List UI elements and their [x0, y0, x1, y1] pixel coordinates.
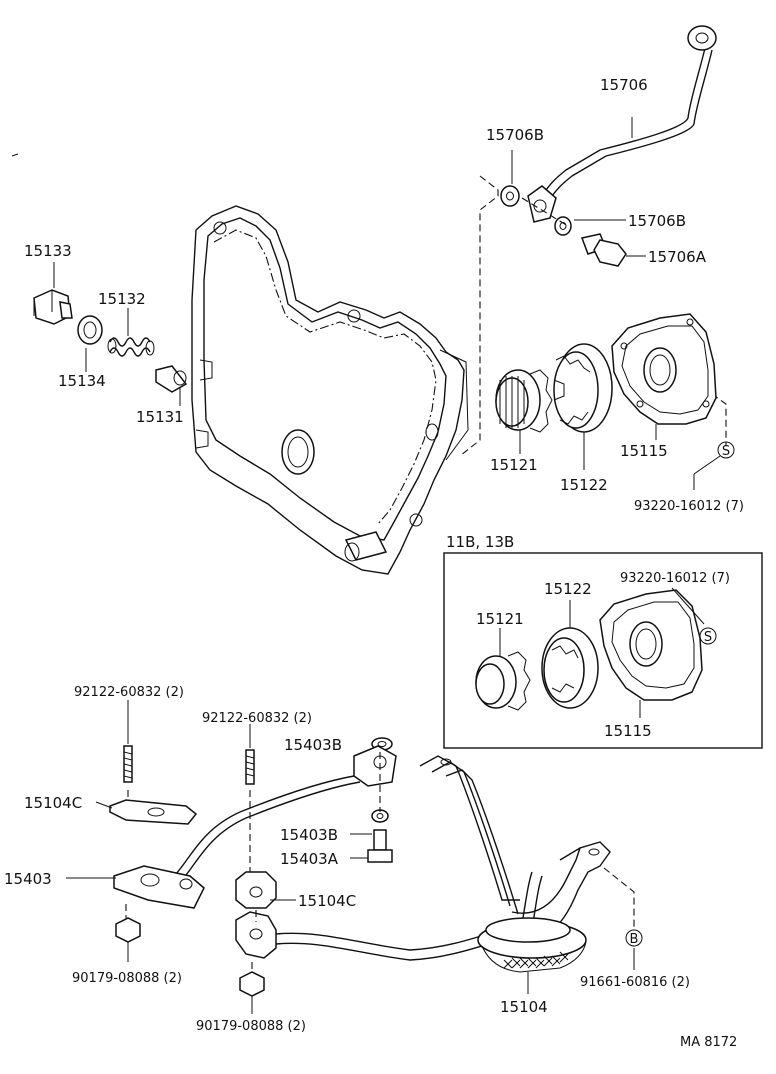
plug-15133 — [33, 289, 73, 325]
label-15706: 15706 — [600, 76, 648, 94]
washer-15706b-top — [500, 185, 520, 207]
label-15115-inset: 15115 — [604, 722, 652, 740]
symbol-b-text: B — [630, 932, 639, 947]
gasket-15104c-left — [109, 799, 198, 825]
label-93220-inset: 93220-16012 (7) — [620, 571, 730, 586]
label-92122-left: 92122-60832 (2) — [74, 685, 184, 700]
nut-90179-bottom — [239, 971, 265, 997]
gasket-15134 — [77, 315, 103, 345]
label-15115-top: 15115 — [620, 442, 668, 460]
stud-92122-mid — [245, 749, 255, 785]
label-93220-top: 93220-16012 (7) — [634, 499, 744, 514]
stud-92122-left — [123, 745, 133, 783]
drive-rotor-15121-top — [495, 369, 553, 433]
label-15403b-mid: 15403B — [280, 826, 338, 844]
gasket-15104c-mid — [235, 871, 277, 909]
screw-symbol-s-top: S — [717, 441, 735, 459]
timing-cover-housing — [191, 205, 469, 575]
symbol-s-inset-text: S — [704, 630, 712, 645]
diagram-reference: MA 8172 — [680, 1035, 737, 1050]
label-15122-inset: 15122 — [544, 580, 592, 598]
screw-symbol-s-inset: S — [699, 627, 717, 645]
valve-15131 — [155, 365, 188, 393]
inset-box-11b-13b — [443, 552, 763, 749]
label-15131: 15131 — [136, 408, 184, 426]
label-15122-top: 15122 — [560, 476, 608, 494]
spring-15132 — [107, 337, 155, 357]
label-inset-title: 11B, 13B — [446, 533, 514, 551]
label-91661: 91661-60816 (2) — [580, 975, 690, 990]
label-15403b-top: 15403B — [284, 736, 342, 754]
label-15403: 15403 — [4, 870, 52, 888]
bolt-symbol-b: B — [625, 929, 643, 947]
label-15706b-mid: 15706B — [628, 212, 686, 230]
washer-15706b-mid — [554, 216, 572, 236]
pump-body-15115-top — [611, 313, 717, 425]
label-90179-left: 90179-08088 (2) — [72, 971, 182, 986]
symbol-s-text: S — [722, 444, 730, 459]
driven-rotor-15122-top — [553, 343, 613, 433]
nut-90179-left — [115, 917, 141, 943]
label-15133: 15133 — [24, 242, 72, 260]
drive-rotor-15121-inset — [475, 651, 531, 711]
union-bolt-15403a — [367, 829, 393, 863]
label-15132: 15132 — [98, 290, 146, 308]
driven-rotor-15122-inset — [541, 627, 599, 709]
pump-body-15115-inset — [599, 589, 703, 701]
label-15104: 15104 — [500, 998, 548, 1016]
label-15706a: 15706A — [648, 248, 707, 266]
label-15121-top: 15121 — [490, 456, 538, 474]
oil-strainer-15104 — [235, 755, 611, 973]
label-15104c-left: 15104C — [24, 794, 82, 812]
oil-outlet-pipe-15403 — [113, 745, 397, 909]
label-15104c-mid: 15104C — [298, 892, 356, 910]
label-15403a: 15403A — [280, 850, 339, 868]
oil-pipe-15706 — [527, 25, 717, 223]
label-90179-bottom: 90179-08088 (2) — [196, 1019, 306, 1034]
label-15121-inset: 15121 — [476, 610, 524, 628]
label-15706b-top: 15706B — [486, 126, 544, 144]
union-bolt-15706a — [580, 233, 627, 267]
label-92122-mid: 92122-60832 (2) — [202, 711, 312, 726]
label-15134: 15134 — [58, 372, 106, 390]
